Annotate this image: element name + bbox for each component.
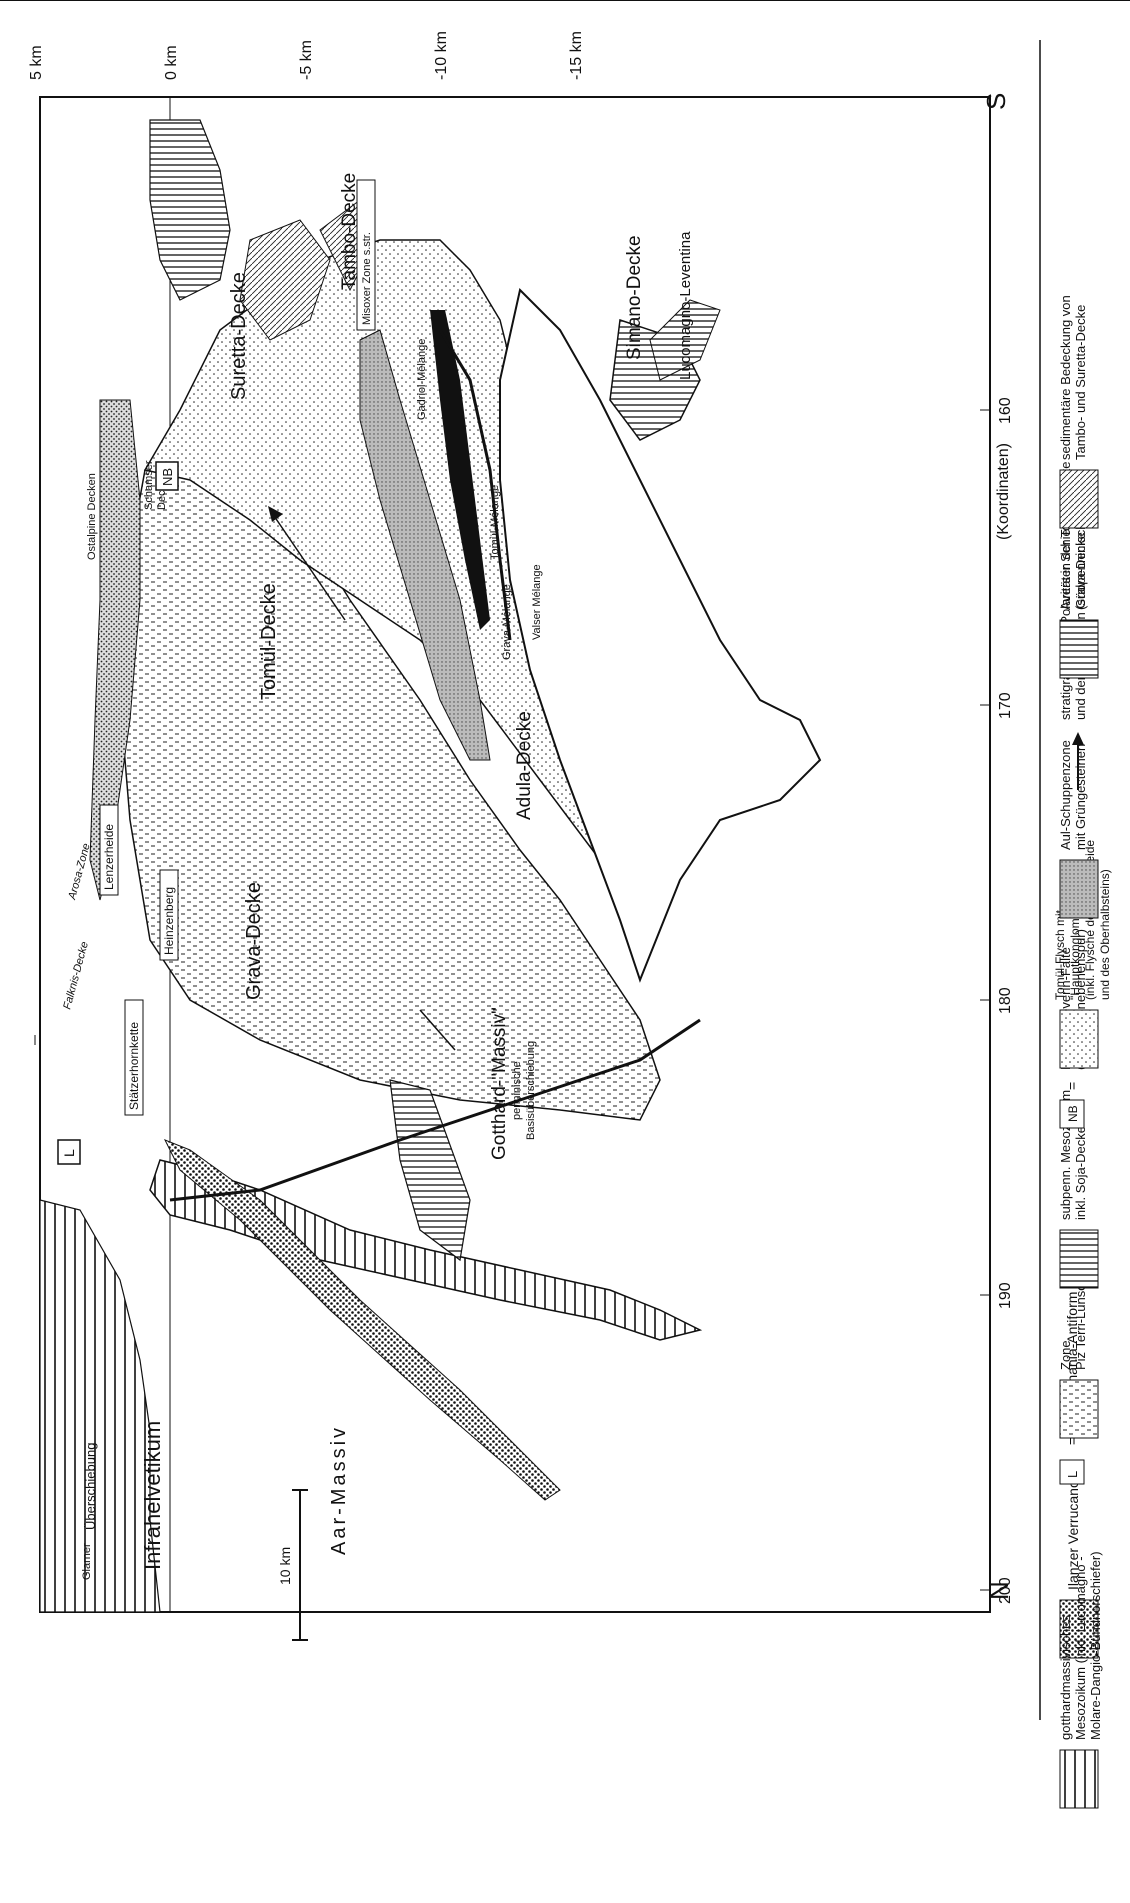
legend-sediment-text: Tambo- und Suretta-Decke bbox=[1073, 305, 1088, 460]
label-tomuel-decke: Tomül-Decke bbox=[258, 583, 280, 700]
label-lucomagno: Lucomagno-Leventina bbox=[677, 231, 694, 380]
label-grava-decke: Grava-Decke bbox=[243, 882, 265, 1000]
label-heinzenberg: Heinzenberg bbox=[162, 887, 176, 955]
legend-swatch-subpenn bbox=[1060, 1230, 1098, 1288]
label-simano-decke: Simano-Decke bbox=[624, 235, 645, 360]
label-basis: Basisüberschiebung bbox=[525, 1041, 537, 1140]
nb-box: NB bbox=[156, 462, 178, 490]
averser-schiefer-unit bbox=[150, 120, 230, 300]
label-gadriol: Gadriol-Mélange bbox=[416, 339, 428, 420]
label-penninische: penninische bbox=[511, 1061, 523, 1120]
legend-aul-text: mit Grüngesteinen bbox=[1073, 744, 1088, 850]
koordinaten-label: (Koordinaten) bbox=[995, 443, 1012, 540]
coord-tick-label: 160 bbox=[997, 397, 1014, 424]
legend-piz-terri-text: Zone bbox=[1058, 1340, 1073, 1370]
label-suretta-decke: Suretta-Decke bbox=[228, 272, 250, 400]
north-label: N bbox=[984, 1581, 1014, 1600]
legend-nb-letter: NB bbox=[1066, 1105, 1080, 1122]
label-valser-melange: Valser Mélange bbox=[531, 564, 543, 640]
soja-decke bbox=[390, 1080, 470, 1260]
heinzenberg-box: Heinzenberg bbox=[160, 870, 178, 960]
label-infrahelvetikum: Infrahelvetikum bbox=[140, 1421, 165, 1570]
depth-tick-label: 0 km bbox=[163, 45, 180, 80]
legend-l-letter: L bbox=[1065, 1471, 1080, 1478]
label-grava-melange: Grava-Mélange bbox=[501, 584, 513, 660]
legend-swatch-sediment bbox=[1060, 470, 1098, 528]
depth-tick-label: 5 km bbox=[28, 45, 45, 80]
coord-tick-label: 190 bbox=[997, 1282, 1014, 1309]
legend-subpenn-text: inkl. Soja-Decke bbox=[1073, 1126, 1088, 1220]
legend-swatch-averser bbox=[1060, 620, 1098, 678]
legend-averser-text: (südpenninisch) bbox=[1073, 518, 1088, 610]
label-gotthard-massiv: Gotthard-"Massiv" bbox=[489, 1007, 510, 1160]
label-aar-massiv: Aar-Massiv bbox=[328, 1425, 350, 1555]
legend-col3b: Aul-Schuppenzonemit Grüngesteinen bbox=[1058, 740, 1088, 850]
legend-arrow-head bbox=[1072, 732, 1084, 745]
label-adula-decke: Adula-Decke bbox=[514, 711, 535, 820]
legend-tomuel-flysch-text: Tomül-Flysch mit bbox=[1053, 909, 1067, 1000]
coord-tick-label: 170 bbox=[997, 692, 1014, 719]
label-ueberschiebung: Überschiebung bbox=[83, 1443, 98, 1530]
label-falknis: Falknis-Decke bbox=[61, 940, 91, 1010]
label-glarner: Glarner bbox=[81, 1543, 93, 1580]
depth-tick-label: -15 km bbox=[568, 31, 585, 80]
label-schamser: Schamser bbox=[143, 460, 155, 510]
south-label: S bbox=[981, 93, 1011, 110]
label-tomuel-melange: Tomül-Mélange bbox=[489, 485, 501, 560]
legend: gotthardmassivischesMesozoikum (inkl. Lu… bbox=[1053, 295, 1112, 1808]
staetzer-box: Stätzerhornkette bbox=[125, 1000, 143, 1115]
label-l: L bbox=[61, 1149, 77, 1157]
legend-swatch-tomuel-flysch bbox=[1060, 1010, 1098, 1068]
legend-gotthard-text: gotthardmassivisches bbox=[1058, 1615, 1073, 1740]
label-ostalpine: Ostalpine Decken bbox=[86, 473, 98, 560]
legend-nb-equals: = bbox=[1064, 1082, 1080, 1090]
legend-swatch-gotthard bbox=[1060, 1750, 1098, 1808]
legend-aul-text: Aul-Schuppenzone bbox=[1058, 740, 1073, 850]
legend-gotthard-text: Molare-Dangio-Bündnerschiefer) bbox=[1088, 1551, 1103, 1740]
label-misoxer: Misoxer Zone s.str. bbox=[361, 232, 373, 325]
scale-bar-label: 10 km bbox=[277, 1547, 293, 1585]
legend-swatch-piz-terri bbox=[1060, 1380, 1098, 1438]
legend-col4b: sedimentäre Bedeckung vonTambo- und Sure… bbox=[1058, 295, 1088, 460]
coord-ticks: 160170180190200 bbox=[980, 397, 1014, 1604]
legend-verrucano-text: Ilanzer Verrucano bbox=[1065, 1480, 1081, 1590]
depth-tick-label: -10 km bbox=[433, 31, 450, 80]
label-nb: NB bbox=[160, 468, 175, 486]
misoxer-box: Misoxer Zone s.str. bbox=[357, 180, 375, 330]
legend-tomuel-flysch-text: und des Oberhalbsteins) bbox=[1098, 869, 1112, 1000]
lenzerheide-box: Lenzerheide bbox=[100, 805, 118, 895]
label-lenzerheide: Lenzerheide bbox=[102, 824, 116, 890]
coord-tick-label: 180 bbox=[997, 987, 1014, 1014]
legend-sediment-text: sedimentäre Bedeckung von bbox=[1058, 295, 1073, 460]
scale-bar: 10 km bbox=[277, 1490, 308, 1640]
label-arosa: Arosa-Zone bbox=[66, 842, 93, 902]
label-staetzer: Stätzerhornkette bbox=[127, 1022, 141, 1110]
depth-tick-label: -5 km bbox=[298, 40, 315, 80]
l-box: L bbox=[58, 1140, 80, 1164]
legend-swatch-aul bbox=[1060, 860, 1098, 918]
